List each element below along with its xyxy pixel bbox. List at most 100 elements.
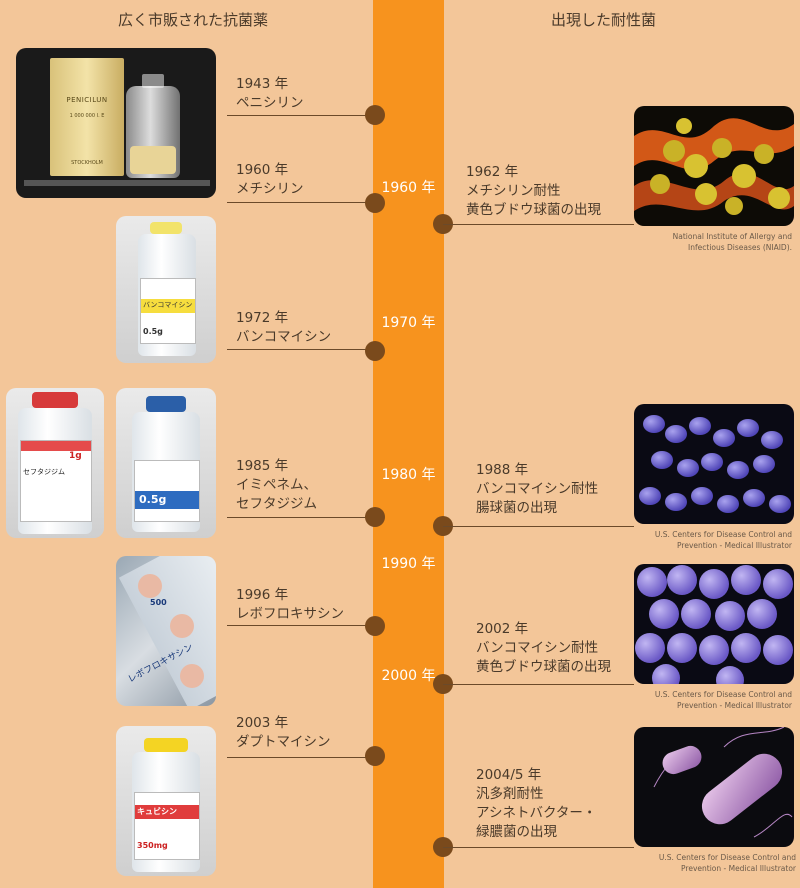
vre-photo: [634, 404, 794, 524]
timeline-dot: [365, 616, 385, 636]
ceftazidime-dose-text: 1g: [69, 451, 82, 461]
resistant-entry-mrsa: 1962 年 メチシリン耐性 黄色ブドウ球菌の出現: [466, 163, 601, 220]
vre-credit: U.S. Centers for Disease Control and Pre…: [622, 529, 792, 551]
resistant-entry-vrsa: 2002 年 バンコマイシン耐性 黄色ブドウ球菌の出現: [476, 620, 611, 677]
credit-line: Prevention - Medical Illustrator: [681, 864, 796, 873]
resistant-year: 1962 年: [466, 164, 519, 180]
timeline-dot: [365, 105, 385, 125]
decade-1970: 1970 年: [381, 315, 436, 331]
drug-year: 1985 年: [236, 458, 289, 474]
resistant-line1: バンコマイシン耐性: [476, 640, 599, 656]
vial-cap: [146, 396, 186, 412]
drug-entry-levofloxacin: 1996 年 レボフロキサシン: [236, 586, 344, 624]
mrsa-illustration: [634, 118, 794, 215]
resistant-line1: バンコマイシン耐性: [476, 481, 599, 497]
vancomycin-dose-text: 0.5g: [143, 327, 163, 336]
drug-year: 1972 年: [236, 310, 289, 326]
drug-name: レボフロキサシン: [236, 606, 344, 622]
acinetobacter-credit: U.S. Centers for Disease Control and Pre…: [626, 852, 796, 874]
credit-line: National Institute of Allergy and: [672, 232, 792, 241]
drug-entry-imipenem: 1985 年 イミペネム、 セフタジジム: [236, 457, 317, 514]
timeline-dot: [365, 746, 385, 766]
tablet: [138, 574, 162, 598]
shelf: [24, 180, 210, 186]
imipenem-dose-text: 0.5g: [139, 493, 167, 506]
drug-year: 1996 年: [236, 587, 289, 603]
resistant-line1: 汎多剤耐性: [476, 786, 544, 802]
vial-label: キュビシン 350mg: [134, 792, 200, 860]
header-right: 出現した耐性菌: [551, 11, 657, 29]
resistant-year: 1988 年: [476, 462, 529, 478]
connector-line: [227, 517, 376, 518]
credit-line: U.S. Centers for Disease Control and: [654, 690, 792, 699]
connector-line: [443, 526, 634, 527]
credit-line: Infectious Diseases (NIAID).: [688, 243, 792, 252]
drug-name-2: セフタジジム: [236, 496, 317, 512]
vrsa-illustration: [635, 565, 793, 684]
connector-line: [227, 757, 376, 758]
resistant-line1: メチシリン耐性: [466, 183, 561, 199]
vial-cap: [142, 74, 164, 88]
resistant-line2: 黄色ブドウ球菌の出現: [466, 202, 601, 218]
drug-entry-vancomycin: 1972 年 バンコマイシン: [236, 309, 331, 347]
vial-cap: [32, 392, 78, 408]
levofloxacin-photo: 500 レボフロキサシン: [116, 556, 216, 706]
timeline-trunk: [373, 0, 444, 888]
drug-name: バンコマイシン: [236, 329, 332, 345]
vancomycin-label-text: バンコマイシン: [143, 301, 193, 309]
penicillin-maker-text: STOCKHOLM: [71, 160, 103, 166]
vial-cap: [150, 222, 182, 234]
resistant-line2: 腸球菌の出現: [476, 500, 557, 516]
label-stripe: [135, 805, 199, 819]
drug-year: 2003 年: [236, 715, 289, 731]
mrsa-credit: National Institute of Allergy and Infect…: [622, 231, 792, 253]
connector-line: [443, 224, 634, 225]
imipenem-photo: 0.5g: [116, 388, 216, 538]
decade-1990: 1990 年: [381, 556, 436, 572]
resistant-line3: 緑膿菌の出現: [476, 824, 557, 840]
credit-line: U.S. Centers for Disease Control and: [658, 853, 796, 862]
decade-2000: 2000 年: [381, 668, 436, 684]
drug-name: イミペネム、: [236, 477, 317, 493]
daptomycin-photo: キュビシン 350mg: [116, 726, 216, 876]
label-stripe: [135, 491, 199, 509]
penicillin-box-text: PENICILUN: [66, 96, 108, 104]
label-stripe: [21, 441, 91, 451]
drug-entry-methicillin: 1960 年 メチシリン: [236, 161, 304, 199]
vancomycin-photo: バンコマイシン 0.5g: [116, 216, 216, 363]
drug-year: 1960 年: [236, 162, 289, 178]
drug-entry-penicillin: 1943 年 ペニシリン: [236, 75, 304, 113]
decade-1960: 1960 年: [381, 180, 436, 196]
timeline-dot: [365, 507, 385, 527]
resistant-line2: アシネトバクター・: [476, 805, 597, 821]
resistant-year: 2002 年: [476, 621, 529, 637]
vre-illustration: [639, 415, 791, 513]
ceftazidime-label-text: セフタジジム: [23, 468, 65, 476]
credit-line: Prevention - Medical Illustrator: [677, 701, 792, 710]
vial-label: 0.5g: [134, 460, 200, 522]
vial-cap: [144, 738, 188, 752]
resistant-entry-vre: 1988 年 バンコマイシン耐性 腸球菌の出現: [476, 461, 598, 518]
connector-line: [227, 202, 376, 203]
header-left: 広く市販された抗菌薬: [118, 11, 269, 29]
timeline-dot: [365, 341, 385, 361]
credit-line: Prevention - Medical Illustrator: [677, 541, 792, 550]
vrsa-photo: [634, 564, 794, 684]
acinetobacter-illustration: [653, 727, 793, 838]
levofloxacin-num-text: 500: [150, 598, 167, 607]
penicillin-vial: [126, 86, 180, 178]
connector-line: [227, 625, 376, 626]
connector-line: [227, 349, 376, 350]
acinetobacter-photo: [634, 727, 794, 847]
credit-line: U.S. Centers for Disease Control and: [654, 530, 792, 539]
tablet: [180, 664, 204, 688]
resistant-line2: 黄色ブドウ球菌の出現: [476, 659, 611, 675]
drug-name: ダプトマイシン: [236, 734, 331, 750]
drug-name: メチシリン: [236, 181, 304, 197]
penicillin-box: PENICILUN 1 000 000 I. E STOCKHOLM: [50, 58, 124, 176]
drug-entry-daptomycin: 2003 年 ダプトマイシン: [236, 714, 331, 752]
vrsa-credit: U.S. Centers for Disease Control and Pre…: [622, 689, 792, 711]
decade-1980: 1980 年: [381, 467, 436, 483]
connector-line: [227, 115, 376, 116]
penicillin-photo: PENICILUN 1 000 000 I. E STOCKHOLM: [16, 48, 216, 198]
